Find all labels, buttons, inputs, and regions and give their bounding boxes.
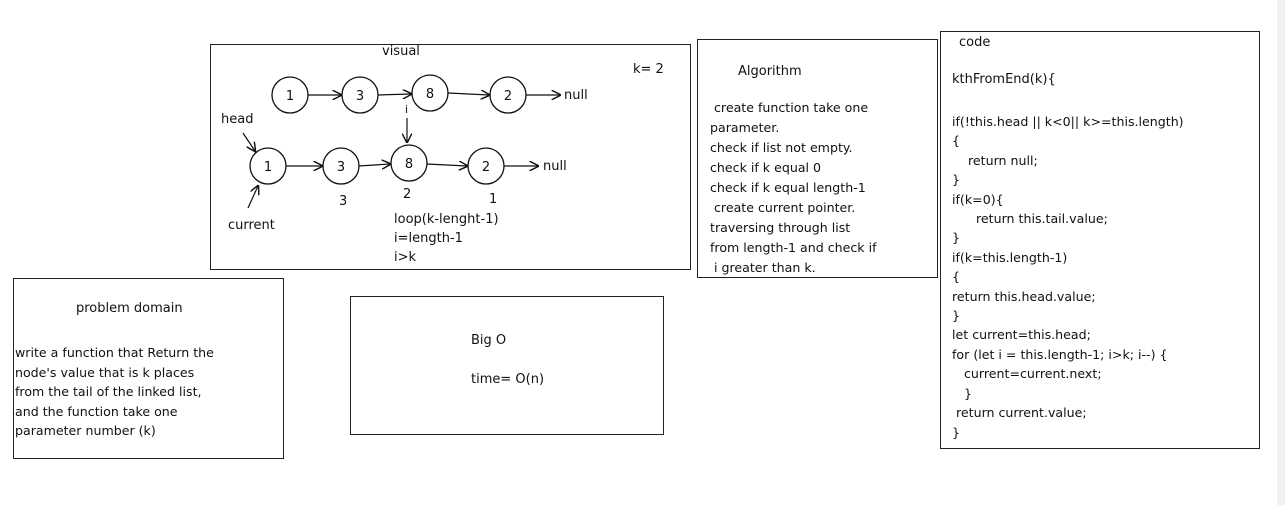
head-pointer-arrow <box>242 132 255 151</box>
big-o-title: Big O <box>471 333 507 348</box>
algorithm-line: create current pointer. <box>710 200 856 215</box>
code-line: if(k=this.length-1) <box>952 249 1068 265</box>
problem-line: parameter number (k) <box>15 423 156 438</box>
code-line: } <box>952 308 961 324</box>
code-line: } <box>952 424 961 440</box>
code-body: if(!this.head || k<0|| k>=this.length) {… <box>952 112 1184 442</box>
big-o-panel: Big O time= O(n) <box>350 296 664 435</box>
row1-null-label: null <box>564 88 588 103</box>
algorithm-line: i greater than k. <box>710 260 816 275</box>
problem-description: write a function that Return the node's … <box>15 343 214 441</box>
code-line: let current=this.head; <box>952 327 1091 343</box>
row2-node-1-value: 1 <box>264 160 272 175</box>
algorithm-line: from length-1 and check if <box>710 240 877 255</box>
row1-node-1-value: 1 <box>286 89 294 104</box>
code-line: return current.value; <box>952 405 1087 421</box>
index-label-3: 1 <box>489 192 497 207</box>
code-line: } <box>952 385 973 401</box>
algorithm-panel: Algorithm create function take one param… <box>697 39 938 278</box>
row2-node-2-value: 3 <box>337 160 345 175</box>
problem-domain-panel: problem domain write a function that Ret… <box>13 278 284 459</box>
head-label: head <box>221 112 253 127</box>
row1-node-4-value: 2 <box>504 89 512 104</box>
code-line: { <box>952 269 961 285</box>
algorithm-steps: create function take one parameter. chec… <box>710 98 877 278</box>
big-o-time: time= O(n) <box>471 372 545 387</box>
code-panel: code kthFromEnd(k){ if(!this.head || k<0… <box>940 31 1260 449</box>
algorithm-line: traversing through list <box>710 220 851 235</box>
algorithm-title: Algorithm <box>738 64 802 79</box>
algorithm-line: create function take one <box>710 100 869 115</box>
code-line: if(k=0){ <box>952 191 1004 207</box>
code-line: return this.head.value; <box>952 288 1096 304</box>
problem-line: write a function that Return the <box>15 345 214 360</box>
index-label-1: 3 <box>339 194 347 209</box>
row2-list: 1 3 8 2 null <box>249 144 567 185</box>
row2-arrow-2 <box>358 164 390 166</box>
code-title: code <box>959 35 991 50</box>
row2-arrow-3 <box>426 164 467 166</box>
algorithm-line: check if k equal 0 <box>710 160 822 175</box>
code-line: current=current.next; <box>952 366 1102 382</box>
code-signature: kthFromEnd(k){ <box>952 72 1056 87</box>
algorithm-line: parameter. <box>710 120 780 135</box>
visual-panel <box>210 44 691 270</box>
algorithm-line: check if list not empty. <box>710 140 853 155</box>
loop-line-2: i=length-1 <box>394 231 463 246</box>
code-line: if(!this.head || k<0|| k>=this.length) <box>952 114 1184 129</box>
code-line: } <box>952 172 961 188</box>
problem-title: problem domain <box>76 301 183 316</box>
scrollbar[interactable] <box>1277 0 1285 505</box>
index-label-2: 2 <box>403 187 411 202</box>
code-line: return this.tail.value; <box>952 211 1108 227</box>
row1-node-2-value: 3 <box>356 89 364 104</box>
algorithm-line: check if k equal length-1 <box>710 180 866 195</box>
problem-line: from the tail of the linked list, <box>15 384 202 399</box>
code-line: } <box>952 230 961 246</box>
problem-line: and the function take one <box>15 403 178 419</box>
code-line: { <box>952 133 961 149</box>
visual-title: visual <box>382 44 420 59</box>
code-line: for (let i = this.length-1; i>k; i--) { <box>952 346 1168 362</box>
row1-list: 1 3 8 2 null <box>271 74 588 114</box>
current-label: current <box>228 218 275 233</box>
i-label: i <box>405 103 408 116</box>
row1-arrow-3 <box>447 93 489 95</box>
loop-line-3: i>k <box>394 250 417 265</box>
loop-line-1: loop(k-lenght-1) <box>394 212 499 227</box>
row2-node-4-value: 2 <box>482 160 490 175</box>
problem-line: node's value that is k places <box>15 364 195 380</box>
row2-node-3-value: 8 <box>405 157 413 172</box>
row1-node-3-value: 8 <box>426 87 434 102</box>
current-pointer-arrow <box>247 186 258 209</box>
code-line: return null; <box>952 152 1038 168</box>
k-label: k= 2 <box>633 62 664 77</box>
row1-arrow-2 <box>377 94 411 95</box>
row2-null-label: null <box>543 159 567 174</box>
